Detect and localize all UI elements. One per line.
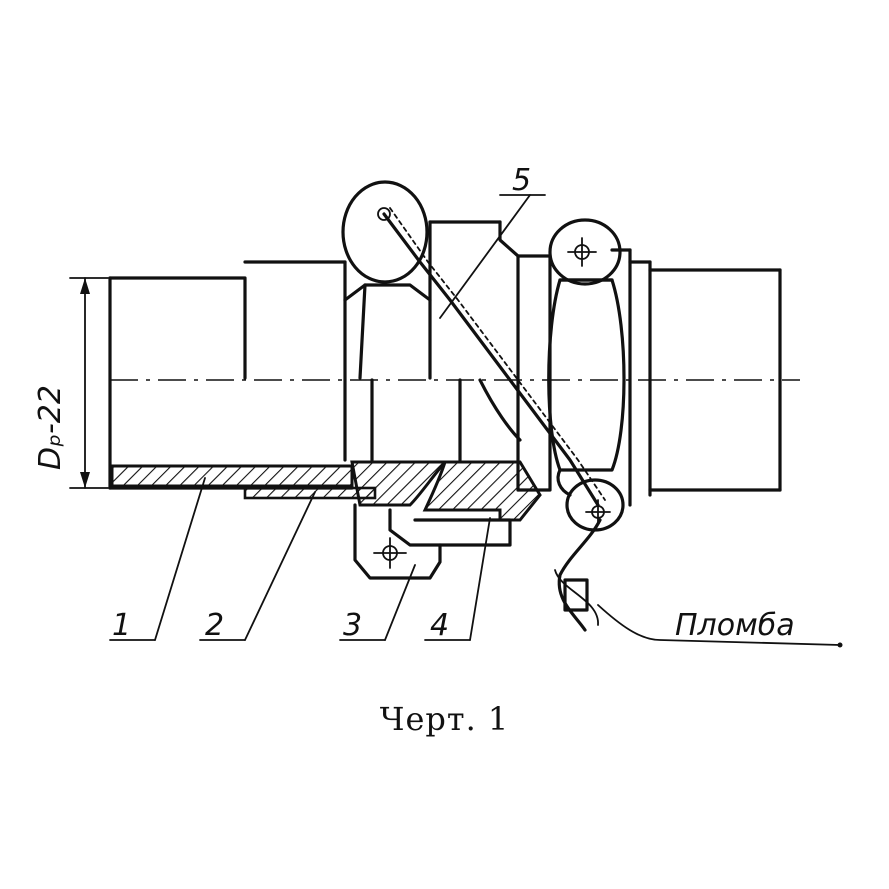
body-section [422,460,542,522]
wire-anchor-icon [377,207,391,221]
right-pipe [648,268,782,492]
callout-1: 1 [112,608,131,643]
lead-seal-icon [563,578,589,612]
lock-nut [516,218,652,532]
dimension-label: Dₚ-22 [33,385,68,470]
seal-wire [377,207,606,632]
seal-label: Пломба [675,608,795,643]
pipe-wall-section [110,464,354,488]
figure-caption: Черт. 1 [379,700,510,738]
union-nut [341,180,520,580]
callout-3: 3 [343,608,362,643]
dimension-d: Dₚ-22 [33,277,109,489]
callout-4: 4 [430,608,449,643]
fitting-body [413,378,542,547]
leader-lines [109,194,843,648]
callout-5: 5 [512,163,531,198]
callout-2: 2 [205,608,224,643]
nipple-section [243,486,377,500]
left-pipe [108,276,354,490]
